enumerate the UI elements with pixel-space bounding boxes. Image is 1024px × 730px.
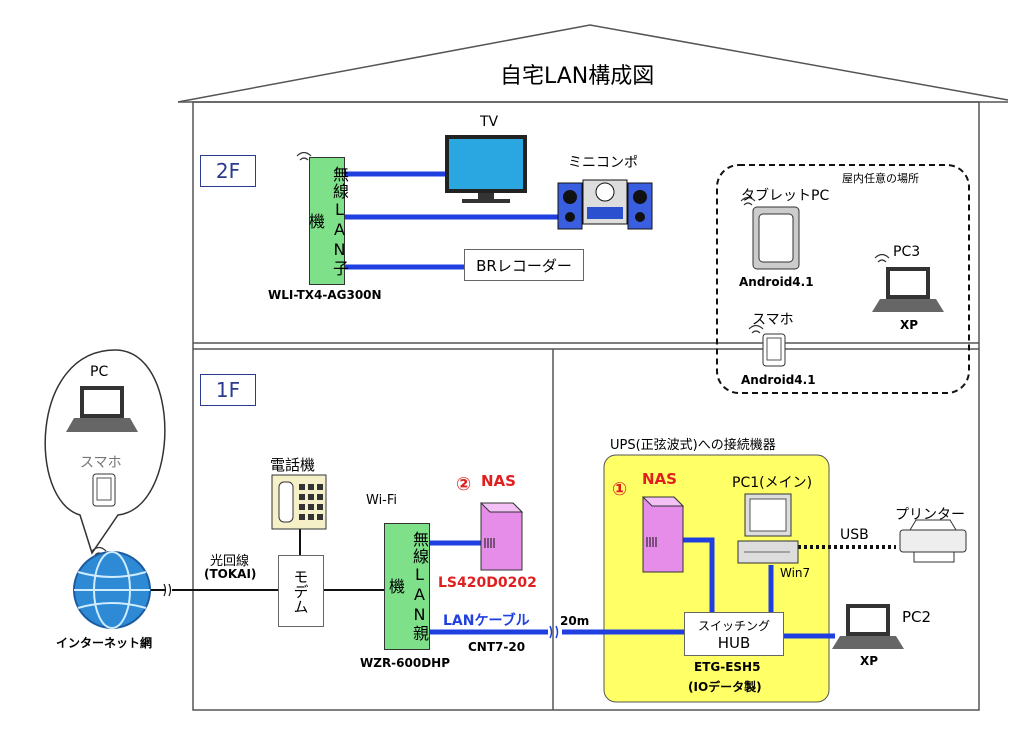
floor-2f-label: 2F bbox=[200, 155, 256, 187]
lan-cable-label: LANケーブル bbox=[443, 613, 530, 629]
wireless-child-model: WLI-TX4-AG300N bbox=[268, 288, 382, 302]
minicompo-icon bbox=[557, 179, 653, 230]
desktop-icon bbox=[737, 493, 799, 564]
lan-cable-model: CNT7-20 bbox=[468, 640, 526, 654]
globe-icon bbox=[73, 551, 151, 629]
cables-2f bbox=[343, 171, 560, 270]
nas1-title: NAS bbox=[642, 470, 677, 488]
switch-hub: HUB bbox=[717, 633, 751, 652]
wireless-lan-parent: 無線LAN親機 bbox=[384, 523, 430, 650]
tablet-label: タブレットPC bbox=[741, 188, 830, 204]
printer-icon bbox=[899, 519, 967, 563]
switching-hub-box: スイッチング HUB bbox=[684, 612, 784, 656]
pc2-os: XP bbox=[860, 654, 879, 668]
pc2-label: PC2 bbox=[902, 608, 932, 626]
switch-label: スイッチング bbox=[697, 618, 770, 633]
fiber-line bbox=[150, 528, 384, 591]
nas-icon bbox=[479, 502, 524, 571]
nas2-marker: ② bbox=[456, 474, 472, 495]
fiber-provider-label: (TOKAI) bbox=[204, 567, 257, 581]
minicompo-label: ミニコンポ bbox=[568, 155, 638, 171]
switch-maker: (IOデータ製) bbox=[688, 680, 762, 694]
smartphone-icon bbox=[92, 333, 786, 507]
phone-label: 電話機 bbox=[270, 456, 316, 474]
internet-label: インターネット網 bbox=[56, 636, 153, 650]
phone-icon bbox=[271, 474, 327, 530]
br-recorder-box: BRレコーダー bbox=[464, 249, 584, 281]
wifi-label: Wi-Fi bbox=[366, 493, 398, 508]
ups-title: UPS(正弦波式)への接続機器 bbox=[610, 438, 776, 453]
indoor-area-label: 屋内任意の場所 bbox=[842, 172, 919, 185]
nas2-model: LS420D0202 bbox=[438, 575, 537, 591]
pc1-label: PC1(メイン) bbox=[732, 475, 813, 491]
bubble-smartphone-label: スマホ bbox=[80, 455, 122, 471]
wireless-parent-model: WZR-600DHP bbox=[360, 656, 451, 670]
cables-1f bbox=[428, 537, 835, 639]
indoor-area-border bbox=[716, 164, 970, 394]
bubble-pc-label: PC bbox=[90, 364, 109, 380]
switch-model: ETG-ESH5 bbox=[694, 660, 761, 674]
nas1-marker: ① bbox=[612, 479, 628, 500]
wifi-icon bbox=[91, 151, 890, 556]
wireless-lan-child: 無線LAN子機 bbox=[306, 157, 349, 285]
pc3-os: XP bbox=[900, 318, 919, 332]
pc3-label: PC3 bbox=[893, 244, 921, 260]
tablet-icon bbox=[752, 206, 800, 270]
tv-icon bbox=[445, 135, 527, 203]
usb-label: USB bbox=[840, 527, 869, 543]
tablet-os: Android4.1 bbox=[739, 275, 814, 289]
nas-icon bbox=[641, 496, 685, 573]
smartphone-label: スマホ bbox=[752, 312, 794, 328]
internet-bubble bbox=[44, 349, 166, 555]
nas2-title: NAS bbox=[481, 472, 516, 490]
modem-label: モデム bbox=[291, 568, 310, 614]
pc1-os: Win7 bbox=[780, 566, 811, 580]
laptop-icon bbox=[66, 267, 944, 649]
smartphone-os: Android4.1 bbox=[741, 373, 816, 387]
tv-label: TV bbox=[480, 114, 499, 130]
fiber-line-label: 光回線 bbox=[210, 554, 250, 569]
floor-1f-label: 1F bbox=[200, 374, 256, 406]
br-recorder-label: BRレコーダー bbox=[476, 256, 572, 275]
printer-label: プリンター bbox=[895, 507, 965, 523]
modem-box: モデム bbox=[278, 555, 324, 627]
cable-length-label: 20m bbox=[560, 614, 590, 628]
page-title: 自宅LAN構成図 bbox=[500, 64, 655, 89]
house-outline bbox=[177, 24, 1009, 711]
